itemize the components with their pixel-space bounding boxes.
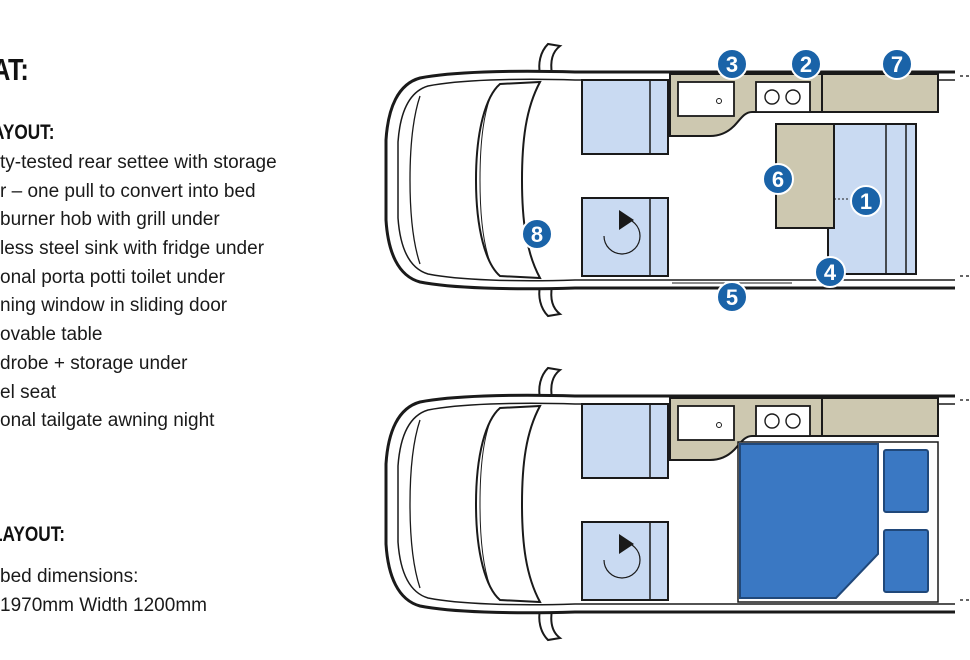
marker-toilet: 4 [814,256,846,288]
svg-text:5: 5 [726,285,738,310]
feature-item-3: burner hob with grill under [0,209,220,231]
night-layout-heading: LAYOUT: [0,523,66,546]
page-title: AT: [0,52,29,87]
day-layout-heading: AYOUT: [0,121,55,144]
feature-item-9: el seat [0,381,56,403]
feature-item-7: ovable table [0,324,103,346]
svg-text:8: 8 [531,222,543,247]
bed-dimensions-label: bed dimensions: [0,566,139,587]
bed-dimensions-value: 1970mm Width 1200mm [0,595,207,616]
marker-window: 5 [716,281,748,313]
feature-item-4: less steel sink with fridge under [0,238,265,260]
feature-item-10: onal tailgate awning night [0,410,215,432]
svg-text:1: 1 [860,189,872,214]
feature-panel: AT: AYOUT: ty-tested rear settee with st… [0,0,370,660]
svg-text:2: 2 [800,52,812,77]
feature-list: ty-tested rear settee with storage r – o… [0,149,277,436]
marker-swivel-seat: 8 [521,218,553,250]
svg-text:3: 3 [726,52,738,77]
marker-wardrobe: 7 [881,48,913,80]
feature-item-8: drobe + storage under [0,352,188,374]
svg-text:6: 6 [772,167,784,192]
marker-hob: 2 [790,48,822,80]
bed-dimensions: bed dimensions: 1970mm Width 1200mm [0,562,207,620]
svg-text:4: 4 [824,260,837,285]
day-layout-plan: 3 2 7 6 1 4 5 8 [384,42,970,318]
night-layout-plan [384,366,970,642]
marker-sofa: 1 [850,185,882,217]
feature-item-5: onal porta potti toilet under [0,266,225,288]
marker-sink: 3 [716,48,748,80]
marker-table: 6 [762,163,794,195]
feature-item-1: ty-tested rear settee with storage [0,152,277,173]
feature-item-6: ning window in sliding door [0,295,228,317]
svg-text:7: 7 [891,52,903,77]
feature-item-2: r – one pull to convert into bed [0,180,256,202]
